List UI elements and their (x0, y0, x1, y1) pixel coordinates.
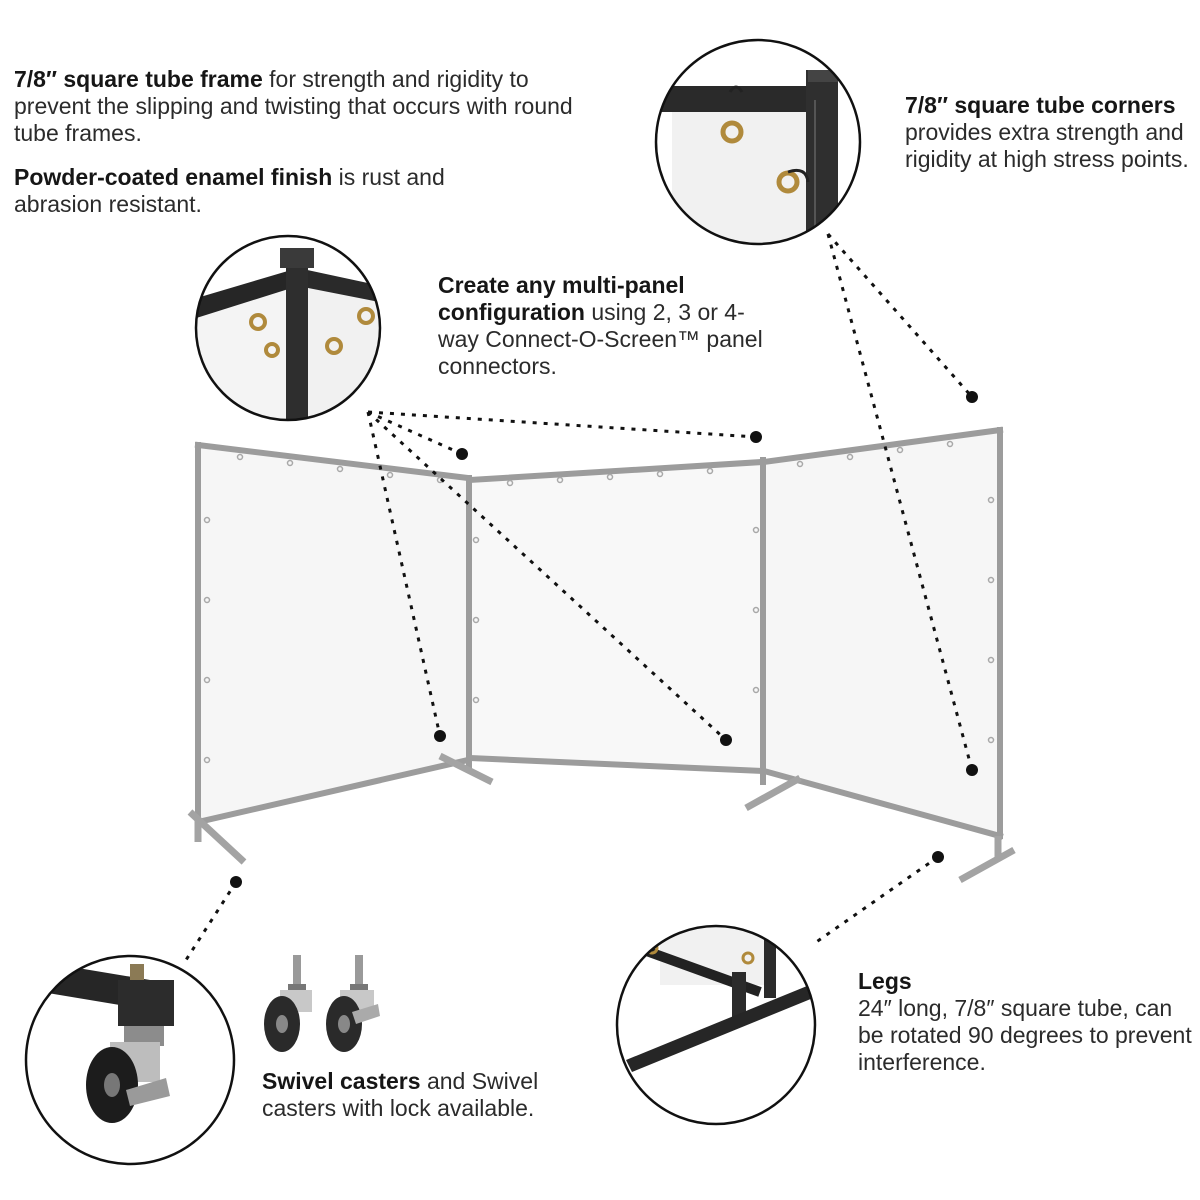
callout-frame-heading: 7/8″ square tube frame (14, 66, 263, 92)
callout-casters-heading: Swivel casters (262, 1068, 421, 1094)
screen-legs (187, 752, 1016, 884)
right-panel (763, 431, 999, 835)
screen-assembly (187, 426, 1016, 884)
callout-corners-heading: 7/8″ square tube corners (905, 92, 1176, 118)
leader-dots (230, 391, 978, 888)
leader-lines (184, 233, 974, 961)
callout-multi-panel-configuration: Create any multi-panel configuration usi… (438, 272, 778, 380)
center-panel (469, 462, 763, 771)
callout-config-heading: Create any multi-panel configuration (438, 272, 685, 325)
callout-swivel-casters: Swivel casters and Swivel casters with l… (262, 1068, 592, 1122)
callout-square-tube-corners: 7/8″ square tube corners provides extra … (905, 92, 1195, 173)
caster-detail-inset (24, 954, 236, 1166)
screen-frame (194, 426, 1004, 840)
left-panel (199, 446, 469, 821)
callout-config-text: using 2, 3 or 4-way Connect-O-Screen™ pa… (438, 299, 763, 379)
callout-finish-heading: Powder-coated enamel finish (14, 164, 333, 190)
callout-legs-text: 24″ long, 7/8″ square tube, can be rotat… (858, 995, 1192, 1075)
connector-detail-inset (194, 234, 382, 422)
callout-frame-text: for strength and rigidity to prevent the… (14, 66, 573, 146)
callout-finish-text: is rust and abrasion resistant. (14, 164, 445, 217)
callout-corners-text: provides extra strength and rigidity at … (905, 119, 1189, 172)
panel-grommets (203, 440, 995, 764)
corner-detail-inset (654, 38, 862, 246)
legs-detail-inset (615, 924, 817, 1126)
callout-powder-coated-finish: Powder-coated enamel finish is rust and … (14, 164, 534, 218)
callout-casters-text: and Swivel casters with lock available. (262, 1068, 539, 1121)
callout-legs-heading: Legs (858, 968, 912, 994)
casters-photo (264, 955, 380, 1052)
callout-square-tube-frame: 7/8″ square tube frame for strength and … (14, 66, 574, 147)
